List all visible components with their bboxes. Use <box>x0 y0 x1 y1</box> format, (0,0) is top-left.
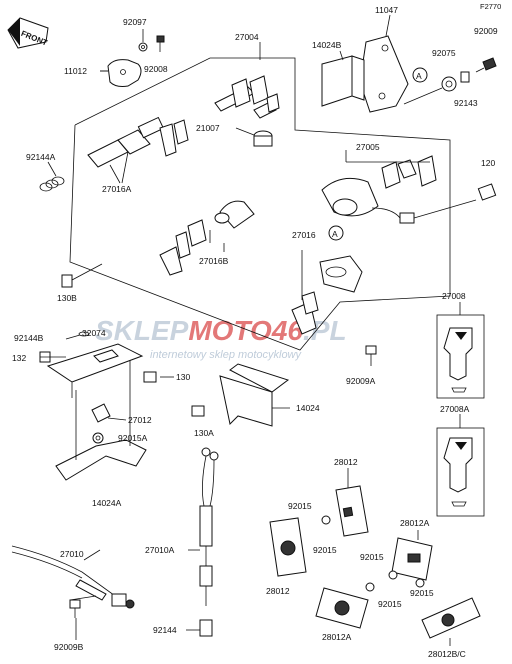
label-92015A: 92015A <box>118 433 148 443</box>
label-92075: 92075 <box>432 48 456 58</box>
label-120: 120 <box>481 158 495 168</box>
label-92144A: 92144A <box>26 152 56 162</box>
watermark-subtitle: internetowy sklep motocyklowy <box>150 349 303 361</box>
part-28012-emblem-left <box>269 517 307 577</box>
part-27016B-lock <box>159 200 255 276</box>
part-92009A-screw <box>365 345 377 366</box>
part-120-bolt <box>477 183 497 201</box>
label-27004: 27004 <box>235 32 259 42</box>
label-27016A: 27016A <box>102 184 132 194</box>
part-27012-plate <box>91 403 127 423</box>
label-27010: 27010 <box>60 549 84 559</box>
part-32074-bracket <box>93 349 119 363</box>
part-27005-ignition <box>321 155 477 224</box>
part-28012BC-emblem <box>421 597 481 639</box>
figure-number: F2770 <box>480 2 501 11</box>
part-27010-cable <box>11 545 135 609</box>
label-92015-r2: 92015 <box>378 599 402 609</box>
part-130-bolt <box>143 371 157 383</box>
part-11012-cover <box>100 59 142 87</box>
part-11047-bracket <box>359 14 409 113</box>
label-28012BC: 28012B/C <box>428 649 466 659</box>
label-28012A-right: 28012A <box>400 518 430 528</box>
part-27010A-harness <box>199 447 219 637</box>
label-27008: 27008 <box>442 291 466 301</box>
label-14024A: 14024A <box>92 498 122 508</box>
label-11012: 11012 <box>64 66 87 76</box>
callout-a-top-circle <box>412 67 428 83</box>
watermark: SKLEPMOTO46.PL internetowy sklep motocyk… <box>95 315 347 361</box>
label-130B: 130B <box>57 293 77 303</box>
part-92015-nuts <box>321 515 425 592</box>
label-27010A: 27010A <box>145 545 175 555</box>
part-28012A-emblem-bottom <box>315 587 369 629</box>
part-28012-emblem-top <box>335 485 369 537</box>
callout-a-mid: A <box>332 229 338 239</box>
label-27012: 27012 <box>128 415 152 425</box>
part-27016A-lock <box>87 116 189 184</box>
part-14024-bracket <box>219 363 290 427</box>
label-130: 130 <box>176 372 190 382</box>
label-132: 132 <box>12 353 26 363</box>
callout-a-top: A <box>416 71 422 81</box>
label-92015-r3: 92015 <box>410 588 434 598</box>
label-92144B: 92144B <box>14 333 44 343</box>
label-92143: 92143 <box>454 98 478 108</box>
part-14024A-bracket <box>46 343 147 481</box>
label-92009B: 92009B <box>54 642 84 652</box>
label-11047: 11047 <box>375 5 398 15</box>
part-92097-washer <box>138 29 148 52</box>
part-28012A-emblem-right <box>391 537 433 581</box>
part-92008-screw <box>156 35 165 52</box>
part-keys-top <box>214 75 280 119</box>
label-28012-left: 28012 <box>266 586 290 596</box>
part-92009B-screw <box>69 599 81 618</box>
part-27016-lock <box>291 250 363 335</box>
label-21007: 21007 <box>196 123 220 133</box>
label-92009: 92009 <box>474 26 498 36</box>
part-92144B-spring <box>65 331 90 340</box>
label-92144: 92144 <box>153 625 177 635</box>
label-92009A: 92009A <box>346 376 376 386</box>
label-14024: 14024 <box>296 403 320 413</box>
part-27008A-key <box>436 427 485 517</box>
callout-a-mid-circle <box>328 225 344 241</box>
label-92097: 92097 <box>123 17 147 27</box>
part-92015A-nut <box>92 432 104 444</box>
front-arrow-icon: FRONT <box>7 17 49 49</box>
part-92143-collar <box>460 71 470 83</box>
label-92015-left: 92015 <box>288 501 312 511</box>
watermark-brand-part1: SKLEP <box>95 315 189 346</box>
label-92015-mid: 92015 <box>313 545 337 555</box>
part-27008-key <box>436 314 485 399</box>
label-28012A-bottom: 28012A <box>322 632 352 642</box>
watermark-brand-part2: MOTO46 <box>188 315 303 346</box>
part-labels: 92097 92008 11012 27004 11047 14024B 920… <box>12 5 498 659</box>
label-27005: 27005 <box>356 142 380 152</box>
label-28012-top: 28012 <box>334 457 358 467</box>
part-92009-screw <box>475 57 497 73</box>
label-130A: 130A <box>194 428 214 438</box>
part-92144A-spring <box>39 161 65 192</box>
label-92015-r1: 92015 <box>360 552 384 562</box>
part-130B-bolt <box>61 263 103 288</box>
label-27016B: 27016B <box>199 256 229 266</box>
part-21007-cap <box>235 127 273 147</box>
label-92008: 92008 <box>144 64 168 74</box>
part-92075-grommet <box>403 76 457 105</box>
label-32074: 32074 <box>82 328 106 338</box>
label-14024B: 14024B <box>312 40 342 50</box>
label-27016: 27016 <box>292 230 316 240</box>
watermark-brand: SKLEPMOTO46.PL <box>95 315 347 346</box>
part-14024B-bracket <box>321 50 365 107</box>
part-130A-bolt <box>191 405 205 417</box>
lock-set-frame <box>69 57 451 351</box>
label-27008A: 27008A <box>440 404 470 414</box>
leader-lines <box>40 42 461 646</box>
